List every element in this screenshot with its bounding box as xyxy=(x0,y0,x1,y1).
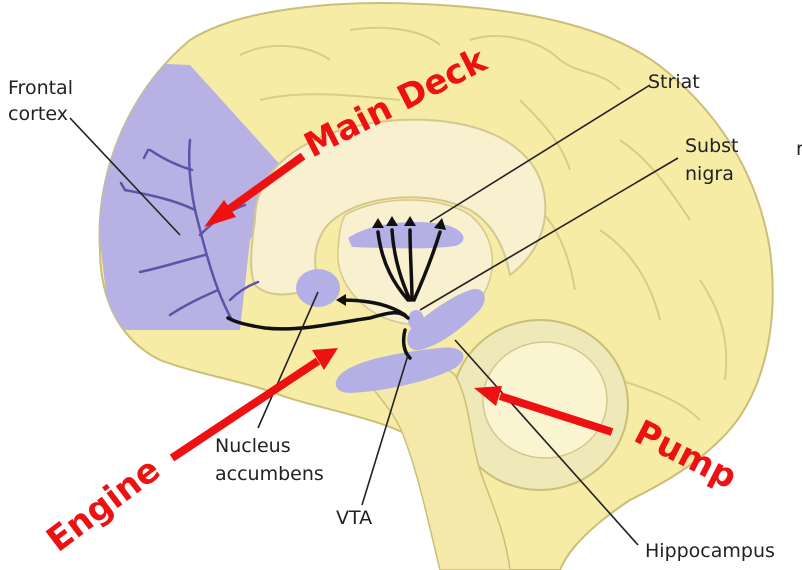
edge-glyph: r xyxy=(796,138,802,160)
nigrostriatal-3 xyxy=(410,230,412,300)
striatum-label: Striat xyxy=(648,71,700,93)
substantia-nigra-label-line1: Subst xyxy=(685,135,739,157)
engine-annotation: Engine xyxy=(39,450,167,561)
frontal-label-line1: Frontal xyxy=(8,77,73,99)
vta-label: VTA xyxy=(336,507,372,529)
substantia-nigra-label-line2: nigra xyxy=(685,163,734,185)
sn-node xyxy=(408,310,424,330)
nucleus-accumbens-label-line2: accumbens xyxy=(215,463,324,485)
nucleus-accumbens-shape xyxy=(296,269,340,307)
frontal-label-line2: cortex xyxy=(8,103,68,125)
nucleus-accumbens-label-line1: Nucleus xyxy=(215,435,291,457)
hippocampus-label: Hippocampus xyxy=(645,540,775,562)
